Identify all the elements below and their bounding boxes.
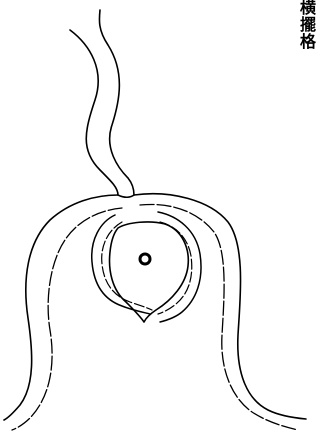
channel-junction <box>118 195 134 197</box>
caption-char-3: 格 <box>300 34 316 51</box>
central-ring <box>140 254 150 264</box>
upper-channel-right-line <box>99 10 134 195</box>
inner-right-arch-dashed <box>140 204 298 430</box>
vertical-caption: 横 擺 格 <box>299 0 317 51</box>
upper-channel-left-line <box>70 30 118 195</box>
outer-right-arch <box>134 194 306 419</box>
inner-left-bracket <box>92 215 150 314</box>
inner-right-bracket <box>158 212 201 322</box>
outer-left-arch <box>4 195 118 420</box>
central-shield-shape <box>110 222 189 322</box>
inner-right-bracket-dashed <box>158 222 192 314</box>
